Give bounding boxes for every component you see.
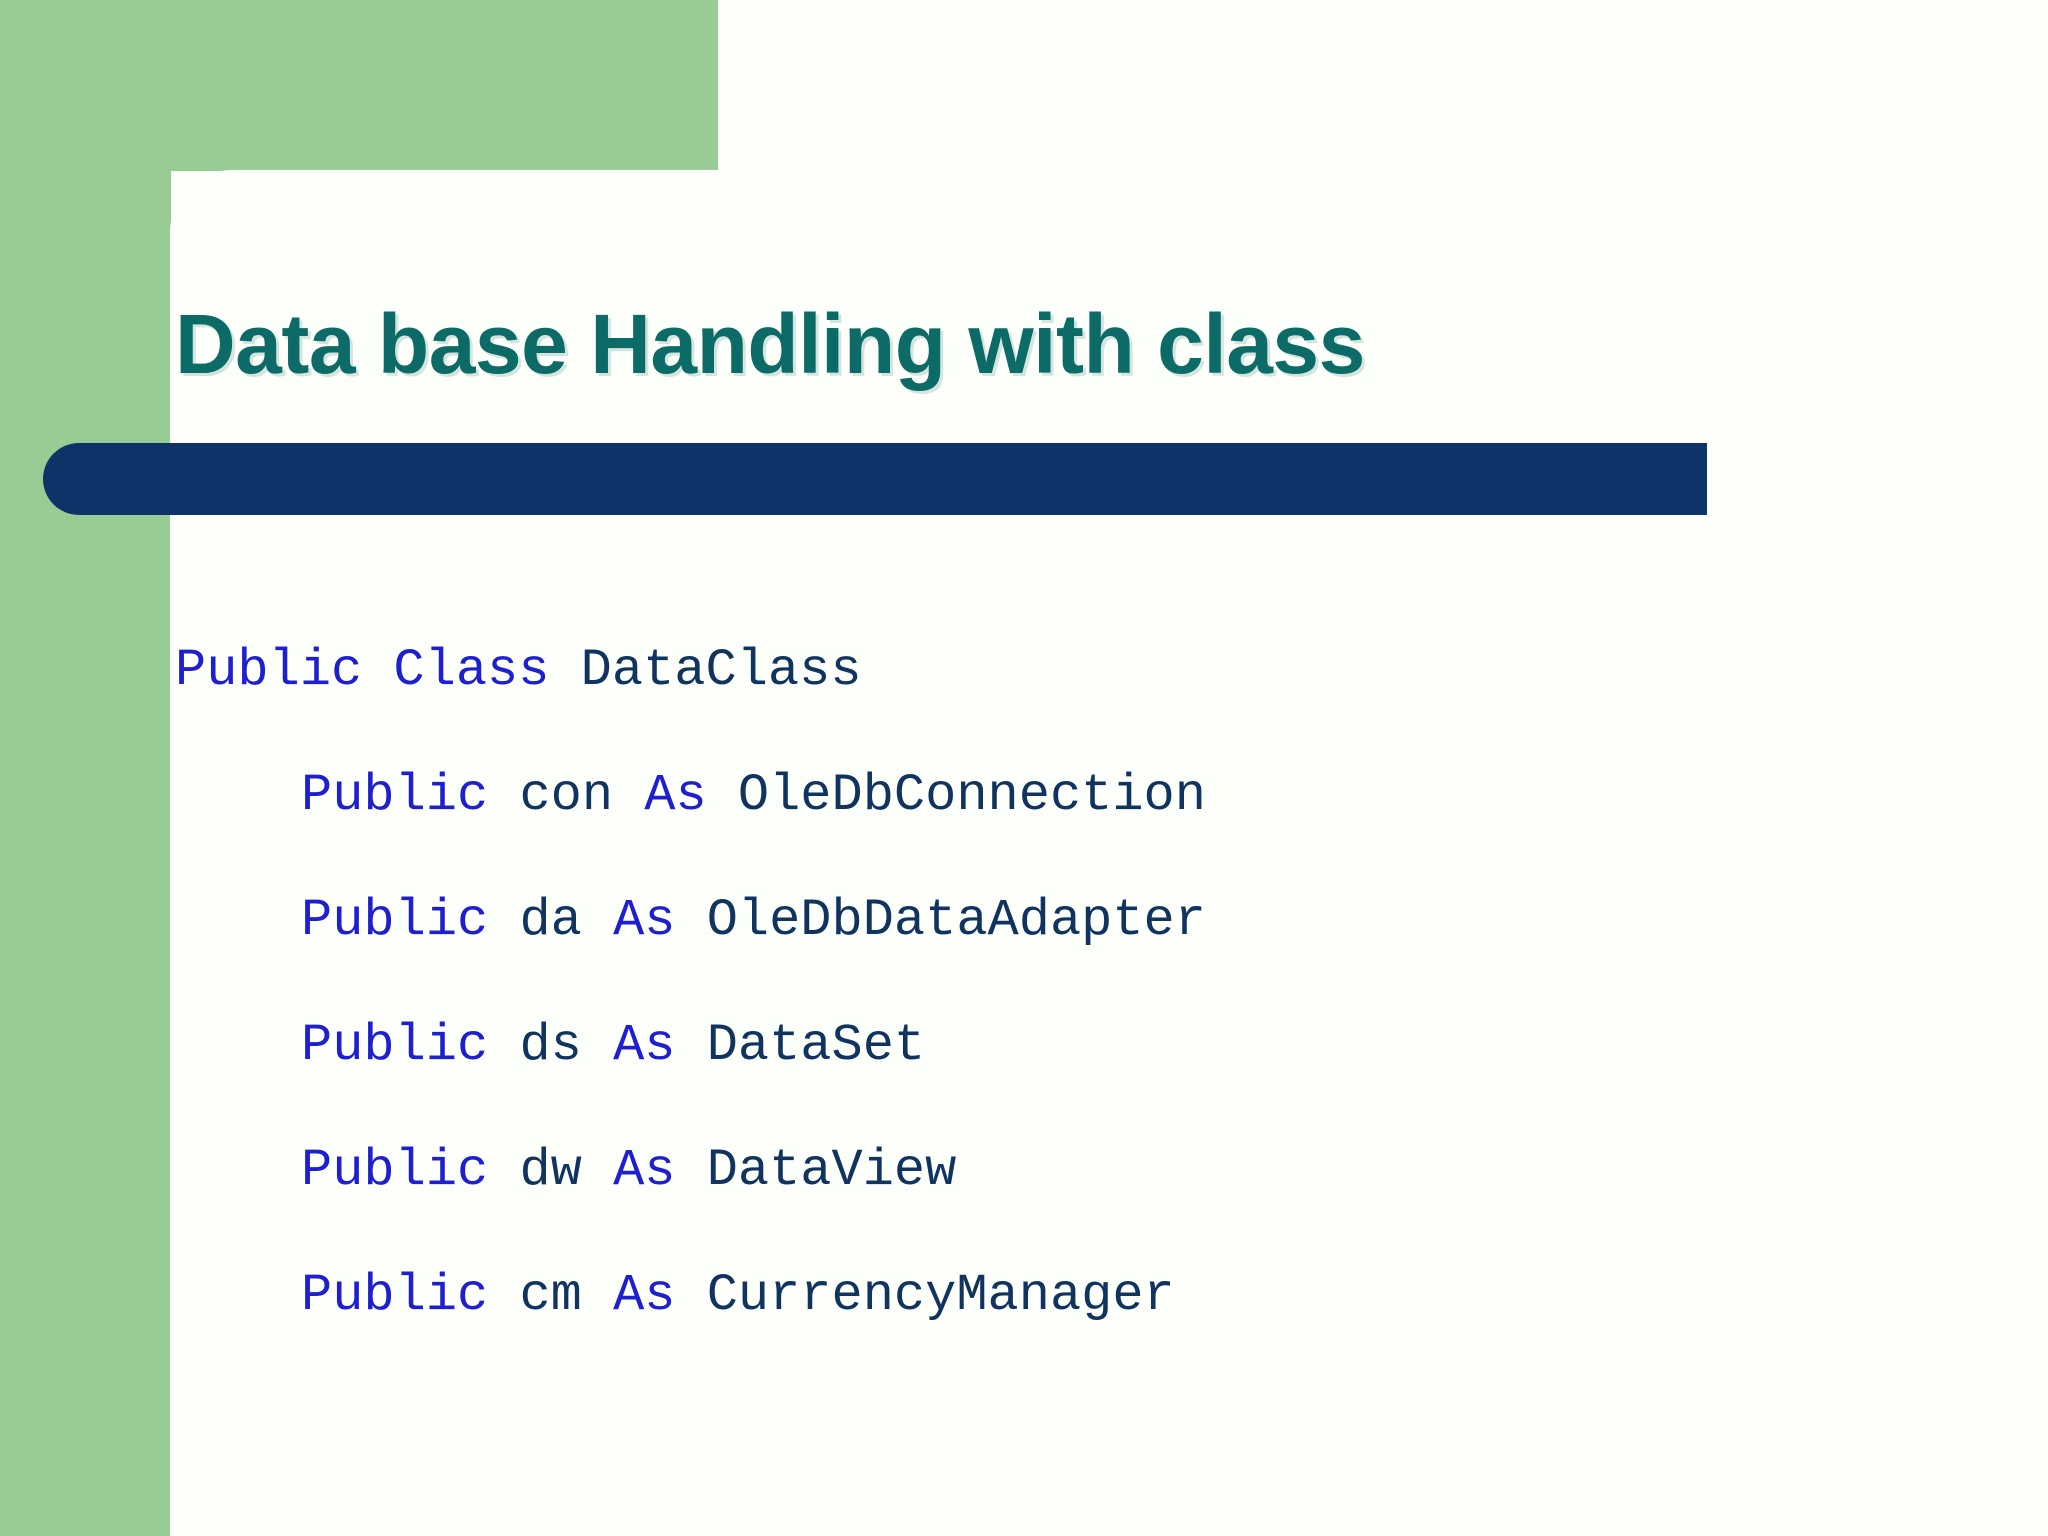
- code-line: Public ds As DataSet: [175, 983, 1875, 1108]
- code-line: Public con As OleDbConnection: [175, 733, 1875, 858]
- code-identifier: con: [519, 766, 645, 825]
- code-keyword: Public: [301, 1141, 520, 1200]
- code-line: Public dw As DataView: [175, 1108, 1875, 1233]
- green-left-strip-decoration: [0, 0, 171, 1536]
- title-divider-bar: [43, 443, 1707, 515]
- code-keyword: Public: [301, 766, 520, 825]
- code-identifier: da: [519, 891, 614, 950]
- code-keyword: As: [644, 766, 738, 825]
- page-title: Data base Handling with class: [175, 297, 1365, 391]
- code-identifier: OleDbDataAdapter: [706, 891, 1206, 950]
- code-keyword: As: [613, 1016, 707, 1075]
- code-line: Public Class DataClass: [175, 608, 1875, 733]
- code-identifier: DataClass: [580, 641, 862, 700]
- code-keyword: Public: [301, 1266, 520, 1325]
- code-identifier: OleDbConnection: [737, 766, 1206, 825]
- white-content-panel: [170, 170, 2048, 1536]
- code-keyword: Public: [301, 1016, 520, 1075]
- code-line: Public da As OleDbDataAdapter: [175, 858, 1875, 983]
- code-keyword: As: [613, 891, 707, 950]
- code-keyword: As: [613, 1266, 707, 1325]
- slide-title-container: Data base Handling with class: [175, 292, 1815, 402]
- code-keyword: As: [613, 1141, 707, 1200]
- code-identifier: dw: [519, 1141, 614, 1200]
- code-identifier: DataView: [706, 1141, 957, 1200]
- code-keyword: Public Class: [175, 641, 581, 700]
- code-identifier: cm: [519, 1266, 614, 1325]
- code-identifier: ds: [519, 1016, 614, 1075]
- code-keyword: Public: [301, 891, 520, 950]
- code-identifier: DataSet: [706, 1016, 926, 1075]
- code-line: Public cm As CurrencyManager: [175, 1233, 1875, 1358]
- code-identifier: CurrencyManager: [706, 1266, 1175, 1325]
